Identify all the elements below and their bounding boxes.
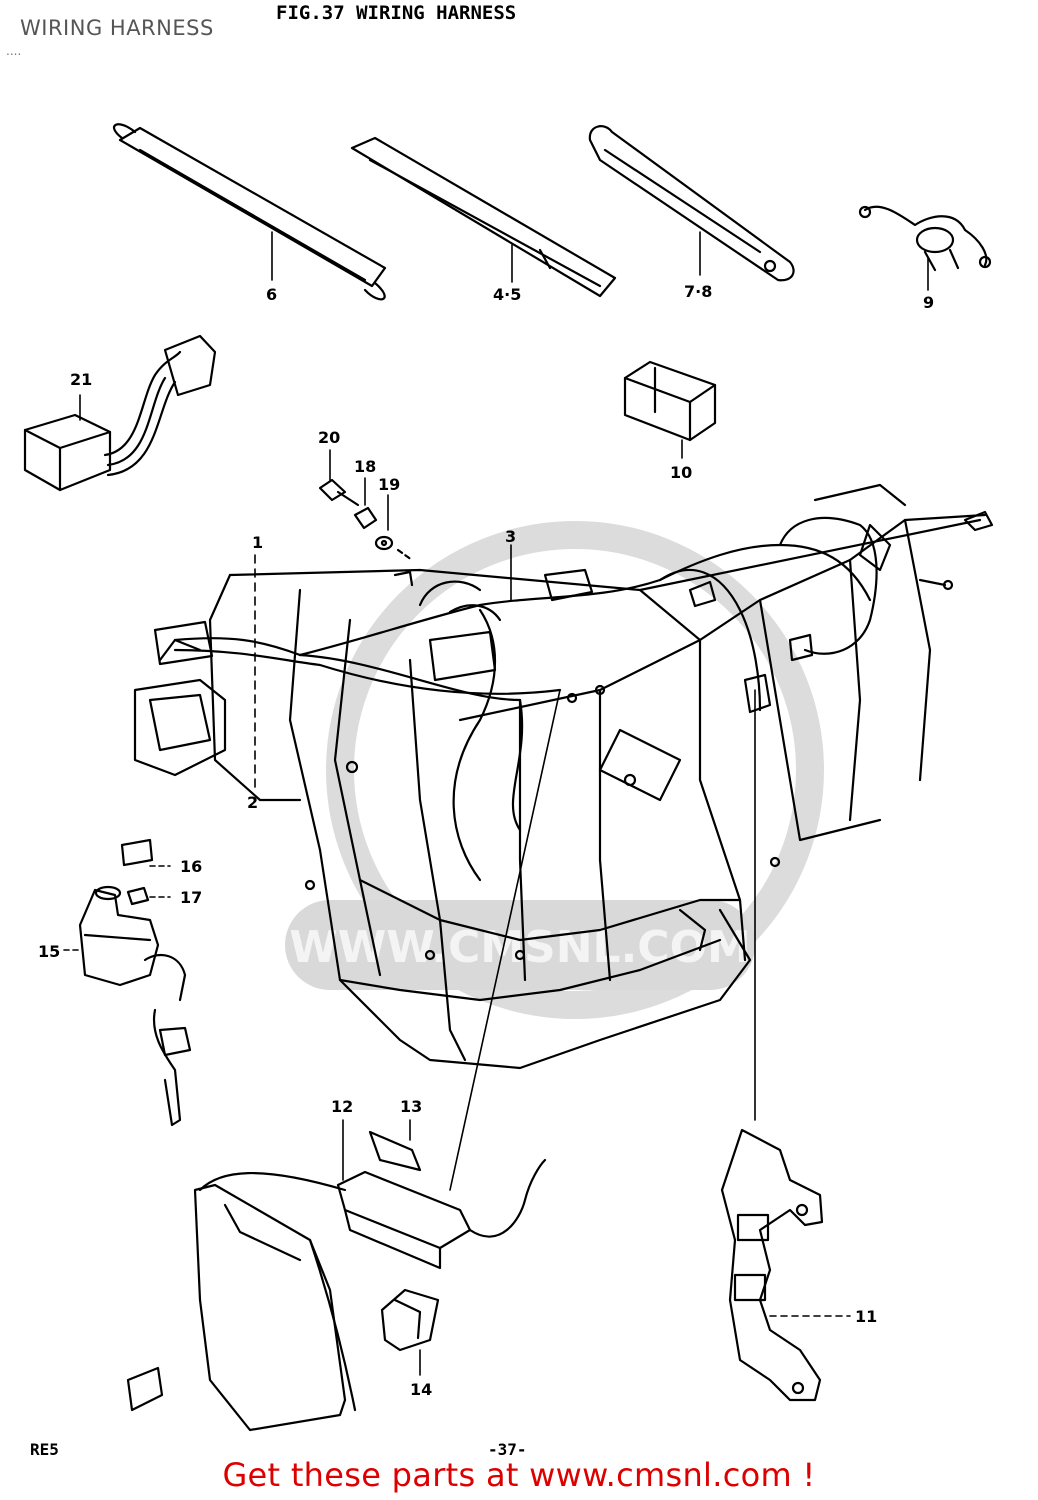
callout-2: 2: [247, 793, 258, 812]
battery-strap-part-6: [113, 123, 387, 301]
clamp-part-9: [858, 205, 992, 272]
watermark-text: WWW.CMSNL.COM: [289, 922, 751, 973]
callout-16: 16: [180, 857, 202, 876]
callout-3: 3: [505, 527, 516, 546]
callout-12: 12: [331, 1097, 353, 1116]
strap-part-4-5: [350, 136, 617, 298]
page-title: WIRING HARNESS: [20, 16, 214, 40]
callout-21: 21: [70, 370, 92, 389]
cover-panel: [126, 1183, 357, 1432]
figure-title: FIG.37 WIRING HARNESS: [276, 2, 517, 24]
callout-13: 13: [400, 1097, 422, 1116]
bracket-part-14: [380, 1288, 440, 1352]
callout-9: 9: [923, 293, 934, 312]
strap-part-7-8: [588, 125, 795, 282]
callout-20: 20: [318, 428, 340, 447]
promo-link[interactable]: Get these parts at www.cmsnl.com !: [222, 1456, 816, 1494]
callout-15: 15: [38, 942, 60, 961]
bracket-part-11: [720, 1128, 824, 1402]
callout-7-8: 7·8: [684, 282, 712, 301]
callout-1: 1: [252, 533, 263, 552]
callout-labels: 1 2 3 4·5 6 7·8 9 10 11 12 13 14 15 16 1…: [38, 282, 934, 1399]
bolt-nut-washer-18-19-20: [318, 478, 414, 562]
connector-block-part-10: [623, 360, 717, 442]
ignition-switch-part-15: [78, 838, 192, 1127]
frame-and-harness: [133, 483, 994, 1070]
leader-lines: [63, 231, 929, 1376]
watermark-logo: WWW.CMSNL.COM: [285, 521, 824, 1019]
model-code: RE5: [30, 1440, 59, 1459]
relay-part-21: [23, 334, 217, 492]
fuse-box-part-12-13: [198, 1130, 547, 1270]
callout-19: 19: [378, 475, 400, 494]
callout-10: 10: [670, 463, 692, 482]
callout-17: 17: [180, 888, 202, 907]
title-dots: ....: [6, 44, 22, 58]
page-number: -37-: [488, 1440, 527, 1459]
callout-6: 6: [266, 285, 277, 304]
callout-14: 14: [410, 1380, 432, 1399]
callout-18: 18: [354, 457, 376, 476]
callout-11: 11: [855, 1307, 877, 1326]
callout-4-5: 4·5: [493, 285, 521, 304]
